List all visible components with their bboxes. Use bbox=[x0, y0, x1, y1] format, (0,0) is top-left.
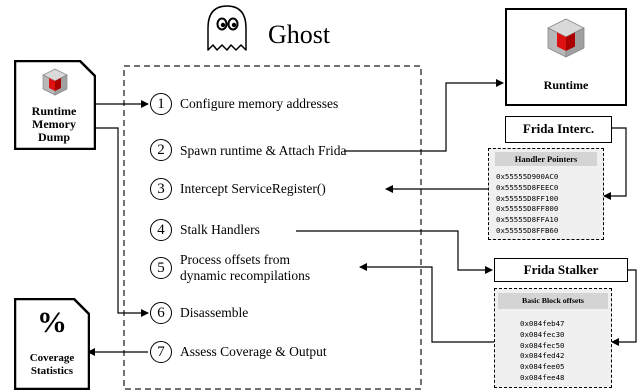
step-1-label: Configure memory addresses bbox=[180, 96, 339, 111]
runtime-dump-cube-icon bbox=[42, 68, 68, 96]
handler-pointer-value: 0x55555D900AC0 bbox=[496, 172, 559, 181]
step-3-label: Intercept ServiceRegister() bbox=[180, 181, 326, 196]
step-1-number: 1 bbox=[150, 93, 172, 115]
runtime-dump-line-3: Dump bbox=[37, 130, 70, 144]
runtime-dump-label: Runtime Memory Dump bbox=[16, 105, 92, 144]
step-2-number: 2 bbox=[150, 139, 172, 161]
basic-block-offset-value: 0x084fec50 bbox=[520, 340, 565, 350]
basic-block-offset-value: 0x084feb47 bbox=[520, 319, 565, 328]
frida-stalker-box bbox=[494, 258, 628, 282]
handler-pointer-value: 0x55555D8FFA10 bbox=[496, 215, 559, 225]
step-4-label: Stalk Handlers bbox=[180, 222, 260, 237]
ghost-icon bbox=[207, 5, 247, 51]
frida-interc-box bbox=[505, 116, 612, 143]
coverage-label: Coverage Statistics bbox=[16, 352, 88, 378]
step-7-number: 7 bbox=[150, 341, 172, 363]
arrow-step4-to-stalker bbox=[296, 230, 493, 274]
step-6-label: Disassemble bbox=[180, 305, 249, 320]
basic-block-offset-value: 0x084fed42 bbox=[520, 351, 565, 361]
coverage-line-2: Statistics bbox=[30, 365, 74, 377]
step-7-label: Assess Coverage & Output bbox=[180, 344, 327, 359]
arrow-stalker-to-offsets bbox=[611, 269, 637, 346]
step-2-label: Spawn runtime & Attach Frida bbox=[180, 143, 347, 158]
basic-block-offsets-list: 0x084feb47 0x084fec30 0x084fec50 0x084fe… bbox=[520, 319, 565, 384]
frida-interc-label: Frida Interc. bbox=[522, 121, 595, 136]
coverage-line-1: Coverage bbox=[29, 352, 75, 364]
basic-block-offsets-title: Basic Block offsets bbox=[498, 293, 608, 309]
runtime-dump-document bbox=[14, 60, 96, 150]
runtime-dump-line-1: Runtime bbox=[31, 104, 77, 118]
frida-stalker-label: Frida Stalker bbox=[523, 262, 599, 277]
handler-pointer-value: 0x55555D8FFB60 bbox=[496, 225, 559, 235]
coverage-percent-icon: % bbox=[37, 306, 67, 339]
handler-pointers-list: 0x55555D900AC0 0x55555D8FEEC0 0x55555D8F… bbox=[496, 172, 558, 237]
step-5-label-line-1: Process offsets from bbox=[180, 252, 290, 267]
coverage-document bbox=[14, 298, 90, 390]
runtime-label: Runtime bbox=[543, 78, 589, 92]
basic-block-offset-value: 0x084fec30 bbox=[520, 329, 565, 339]
basic-block-offset-value: 0x084fee05 bbox=[520, 362, 565, 372]
runtime-cube-icon bbox=[547, 18, 585, 58]
handler-pointer-value: 0x55555D8FF800 bbox=[496, 204, 559, 214]
step-4-number: 4 bbox=[150, 219, 172, 241]
basic-block-offset-value: 0x084fee48 bbox=[520, 372, 565, 382]
arrow-dump-to-step6 bbox=[94, 127, 149, 317]
runtime-dump-line-2: Memory bbox=[32, 117, 76, 131]
step-5-label-line-2: dynamic recompilations bbox=[180, 268, 311, 283]
arrow-offsets-to-step5 bbox=[359, 263, 494, 343]
handler-pointer-value: 0x55555D8FEEC0 bbox=[496, 182, 559, 192]
ghost-title: Ghost bbox=[268, 20, 331, 49]
step-6-number: 6 bbox=[150, 302, 172, 324]
arrow-interc-to-pointers bbox=[603, 127, 627, 200]
handler-pointers-title: Handler Pointers bbox=[495, 152, 597, 166]
handler-pointer-value: 0x55555D8FF100 bbox=[496, 193, 559, 203]
arrow-step2-to-runtime bbox=[344, 79, 504, 152]
step-5-label: Process offsets from dynamic recompilati… bbox=[180, 252, 310, 284]
step-5-number: 5 bbox=[150, 257, 172, 279]
step-3-number: 3 bbox=[150, 178, 172, 200]
